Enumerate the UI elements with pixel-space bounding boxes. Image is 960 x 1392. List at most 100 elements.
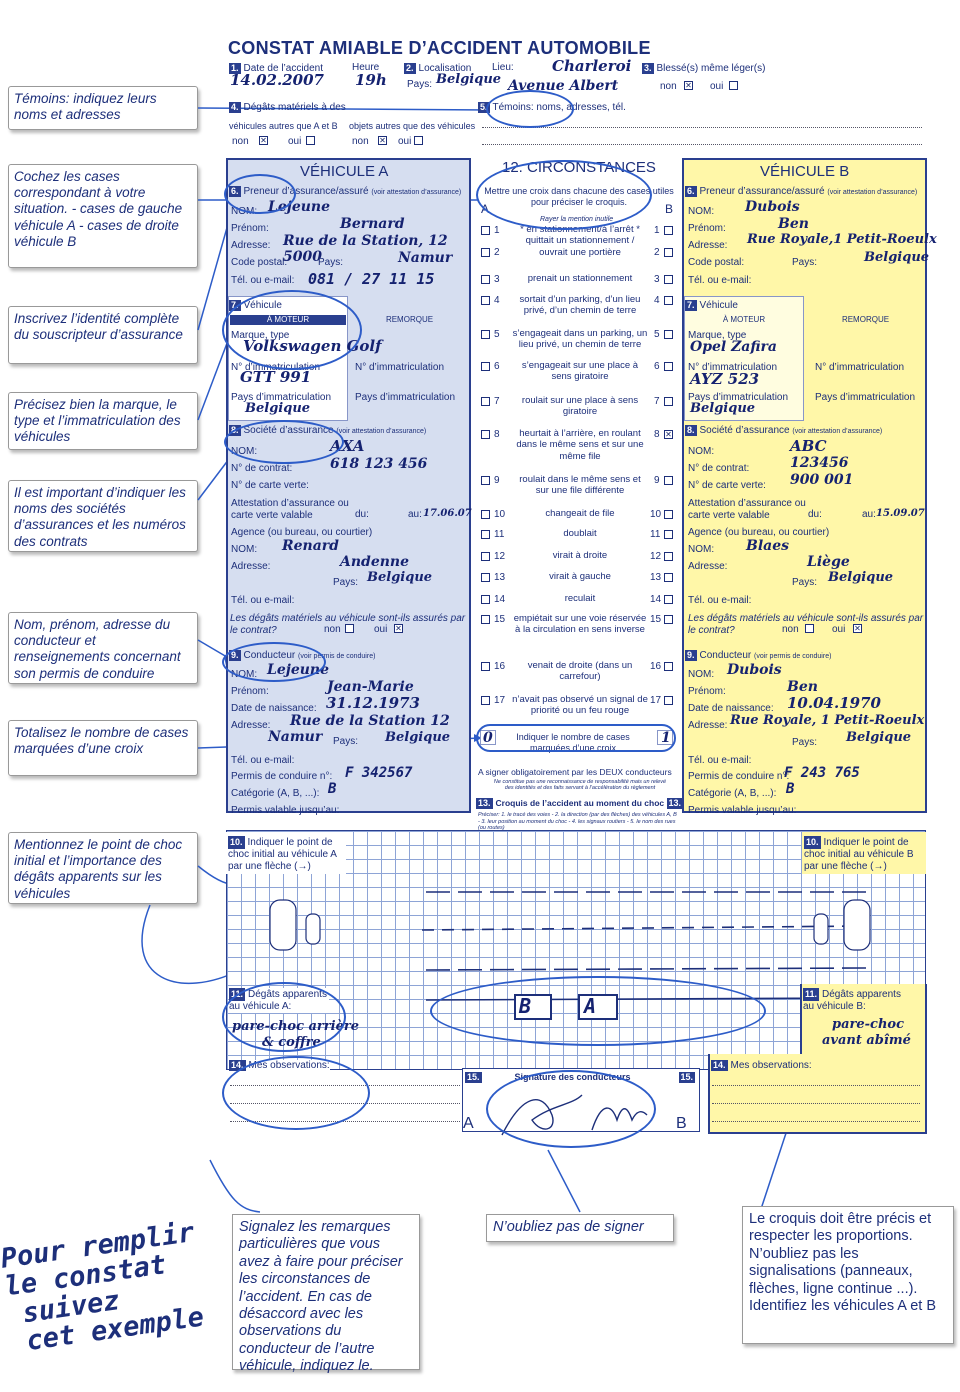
circ-b-checkbox-12[interactable] xyxy=(664,552,673,561)
b-agence-tel-label: Tél. ou e-mail: xyxy=(688,595,752,606)
circ-b-checkbox-3[interactable] xyxy=(664,275,673,284)
circ-a-checkbox-10[interactable] xyxy=(481,510,490,519)
s3-non-checkbox[interactable]: ✕ xyxy=(684,81,693,90)
circ-b-checkbox-10[interactable] xyxy=(664,510,673,519)
b-cond-prenom: Ben xyxy=(787,679,818,695)
circ-a-checkbox-15[interactable] xyxy=(481,615,490,624)
b-s7-box xyxy=(684,296,804,421)
note-signalez: Signalez les remarques particulières que… xyxy=(232,1214,420,1374)
b-assur-nom-label: NOM: xyxy=(688,446,715,457)
circ-b-checkbox-11[interactable] xyxy=(664,530,673,539)
vehicle-a-title: VÉHICULE A xyxy=(300,163,389,180)
b-degats-non-checkbox[interactable] xyxy=(805,624,814,633)
circ-item-3: prenait un stationnement xyxy=(527,273,633,284)
circ-item-10: changeait de file xyxy=(545,508,615,519)
circ-b-num-7: 7 xyxy=(654,396,660,407)
circ-b-checkbox-1[interactable] xyxy=(664,226,673,235)
note-conducteur: Nom, prénom, adresse du conducteur et re… xyxy=(8,612,198,684)
a-cond-adresse-label: Adresse: xyxy=(231,720,271,731)
circ-a-checkbox-9[interactable] xyxy=(481,476,490,485)
s3-oui: oui xyxy=(710,81,724,92)
circ-b-checkbox-17[interactable] xyxy=(664,696,673,705)
a-degats-non-checkbox[interactable] xyxy=(345,624,354,633)
a-permis-valid: Permis valable jusqu’au: xyxy=(231,805,340,816)
circ-b-num-14: 14 xyxy=(650,594,662,605)
b-s7-header: 7.Véhicule xyxy=(685,300,738,311)
circ-a-num-4: 4 xyxy=(494,295,500,306)
b-agence-label: Agence (ou bureau, ou courtier) xyxy=(688,527,830,538)
circ-b-checkbox-14[interactable] xyxy=(664,595,673,604)
circ-b-num-8: 8 xyxy=(654,429,660,440)
circ-a-num-3: 3 xyxy=(494,274,500,285)
circ-a-checkbox-3[interactable] xyxy=(481,275,490,284)
b-s9-header: 9.Conducteur (voir permis de conduire) xyxy=(685,650,832,661)
circ-a-checkbox-6[interactable] xyxy=(481,362,490,371)
s4-veh-label: véhicules autres que A et B xyxy=(229,121,338,131)
b-marque-label: Marque, type xyxy=(688,330,747,341)
circ-a-num-15: 15 xyxy=(494,614,506,625)
s4-veh-oui-checkbox[interactable] xyxy=(306,136,315,145)
a-agence-adresse-label: Adresse: xyxy=(231,561,271,572)
circ-a-checkbox-4[interactable] xyxy=(481,296,490,305)
circ-a-checkbox-7[interactable] xyxy=(481,397,490,406)
circ-b-checkbox-2[interactable] xyxy=(664,248,673,257)
b-categ: B xyxy=(786,781,795,797)
circ-b-checkbox-8[interactable]: ✕ xyxy=(664,430,673,439)
a-permis: F 342567 xyxy=(345,765,413,781)
b-cond-tel-label: Tél. ou e-mail: xyxy=(688,755,752,766)
a-naiss: 31.12.1973 xyxy=(326,694,420,712)
b-s10-box xyxy=(802,832,926,874)
s4-obj-oui-checkbox[interactable] xyxy=(414,136,423,145)
circ-a-checkbox-11[interactable] xyxy=(481,530,490,539)
circle-degats xyxy=(222,982,346,1052)
s4-obj-oui: oui xyxy=(398,136,412,147)
b-agence-nom-label: NOM: xyxy=(688,544,715,555)
circ-b-num-13: 13 xyxy=(650,572,662,583)
circ-a-checkbox-12[interactable] xyxy=(481,552,490,561)
circ-a-checkbox-13[interactable] xyxy=(481,573,490,582)
s4-obj-non-checkbox[interactable]: ✕ xyxy=(378,136,387,145)
circ-b-num-3: 3 xyxy=(654,274,660,285)
circ-b-checkbox-15[interactable] xyxy=(664,615,673,624)
date-value: 14.02.2007 xyxy=(230,71,324,89)
circle-preneur xyxy=(224,174,296,214)
s13-header: 13.Croquis de l’accident au moment du ch… xyxy=(476,798,684,809)
s3-oui-checkbox[interactable] xyxy=(729,81,738,90)
a-obs-line3 xyxy=(230,1121,460,1122)
circle-observations xyxy=(222,1056,370,1130)
a-naiss-label: Date de naissance: xyxy=(231,703,317,714)
heure-value: 19h xyxy=(355,71,387,89)
a-s6-cp: 5000 xyxy=(283,249,322,265)
a-degats-oui-checkbox[interactable]: ✕ xyxy=(394,624,403,633)
circ-b-checkbox-5[interactable] xyxy=(664,330,673,339)
circ-b-checkbox-4[interactable] xyxy=(664,296,673,305)
note-marque: Précisez bien la marque, le type et l’im… xyxy=(8,392,198,450)
b-permis: F 243 765 xyxy=(784,765,860,781)
circ-a-checkbox-1[interactable] xyxy=(481,226,490,235)
b-degats-oui-checkbox[interactable]: ✕ xyxy=(853,624,862,633)
b-permis-valid: Permis valable jusqu’au: xyxy=(688,805,797,816)
s4-veh-non-checkbox[interactable]: ✕ xyxy=(259,136,268,145)
circ-b-checkbox-7[interactable] xyxy=(664,397,673,406)
circ-b-checkbox-13[interactable] xyxy=(664,573,673,582)
circ-a-checkbox-8[interactable] xyxy=(481,430,490,439)
circ-item-12: virait à droite xyxy=(552,550,608,561)
circ-a-checkbox-5[interactable] xyxy=(481,330,490,339)
circ-b-checkbox-9[interactable] xyxy=(664,476,673,485)
a-cond-adresse: Rue de la Station 12 xyxy=(290,713,450,729)
circ-a-checkbox-17[interactable] xyxy=(481,696,490,705)
circ-b-checkbox-16[interactable] xyxy=(664,662,673,671)
circ-item-6: s’engageait sur une place à sens giratoi… xyxy=(521,360,639,383)
a-agence-pays-label: Pays: xyxy=(333,577,359,588)
circ-item-4: sortait d’un parking, d’un lieu privé, d… xyxy=(519,294,641,317)
note-croquis: Le croquis doit être précis et respecter… xyxy=(742,1206,954,1344)
circ-a-checkbox-16[interactable] xyxy=(481,662,490,671)
note-signer: N’oubliez pas de signer xyxy=(486,1214,674,1242)
b-obs-line2 xyxy=(712,1103,920,1104)
circ-a-checkbox-14[interactable] xyxy=(481,595,490,604)
circ-b-checkbox-6[interactable] xyxy=(664,362,673,371)
circ-a-checkbox-2[interactable] xyxy=(481,248,490,257)
a-degats-q: Les dégâts matériels au véhicule sont-il… xyxy=(230,613,466,636)
vehicle-a-panel xyxy=(226,158,471,813)
b-degats1: pare-choc xyxy=(832,1017,904,1032)
